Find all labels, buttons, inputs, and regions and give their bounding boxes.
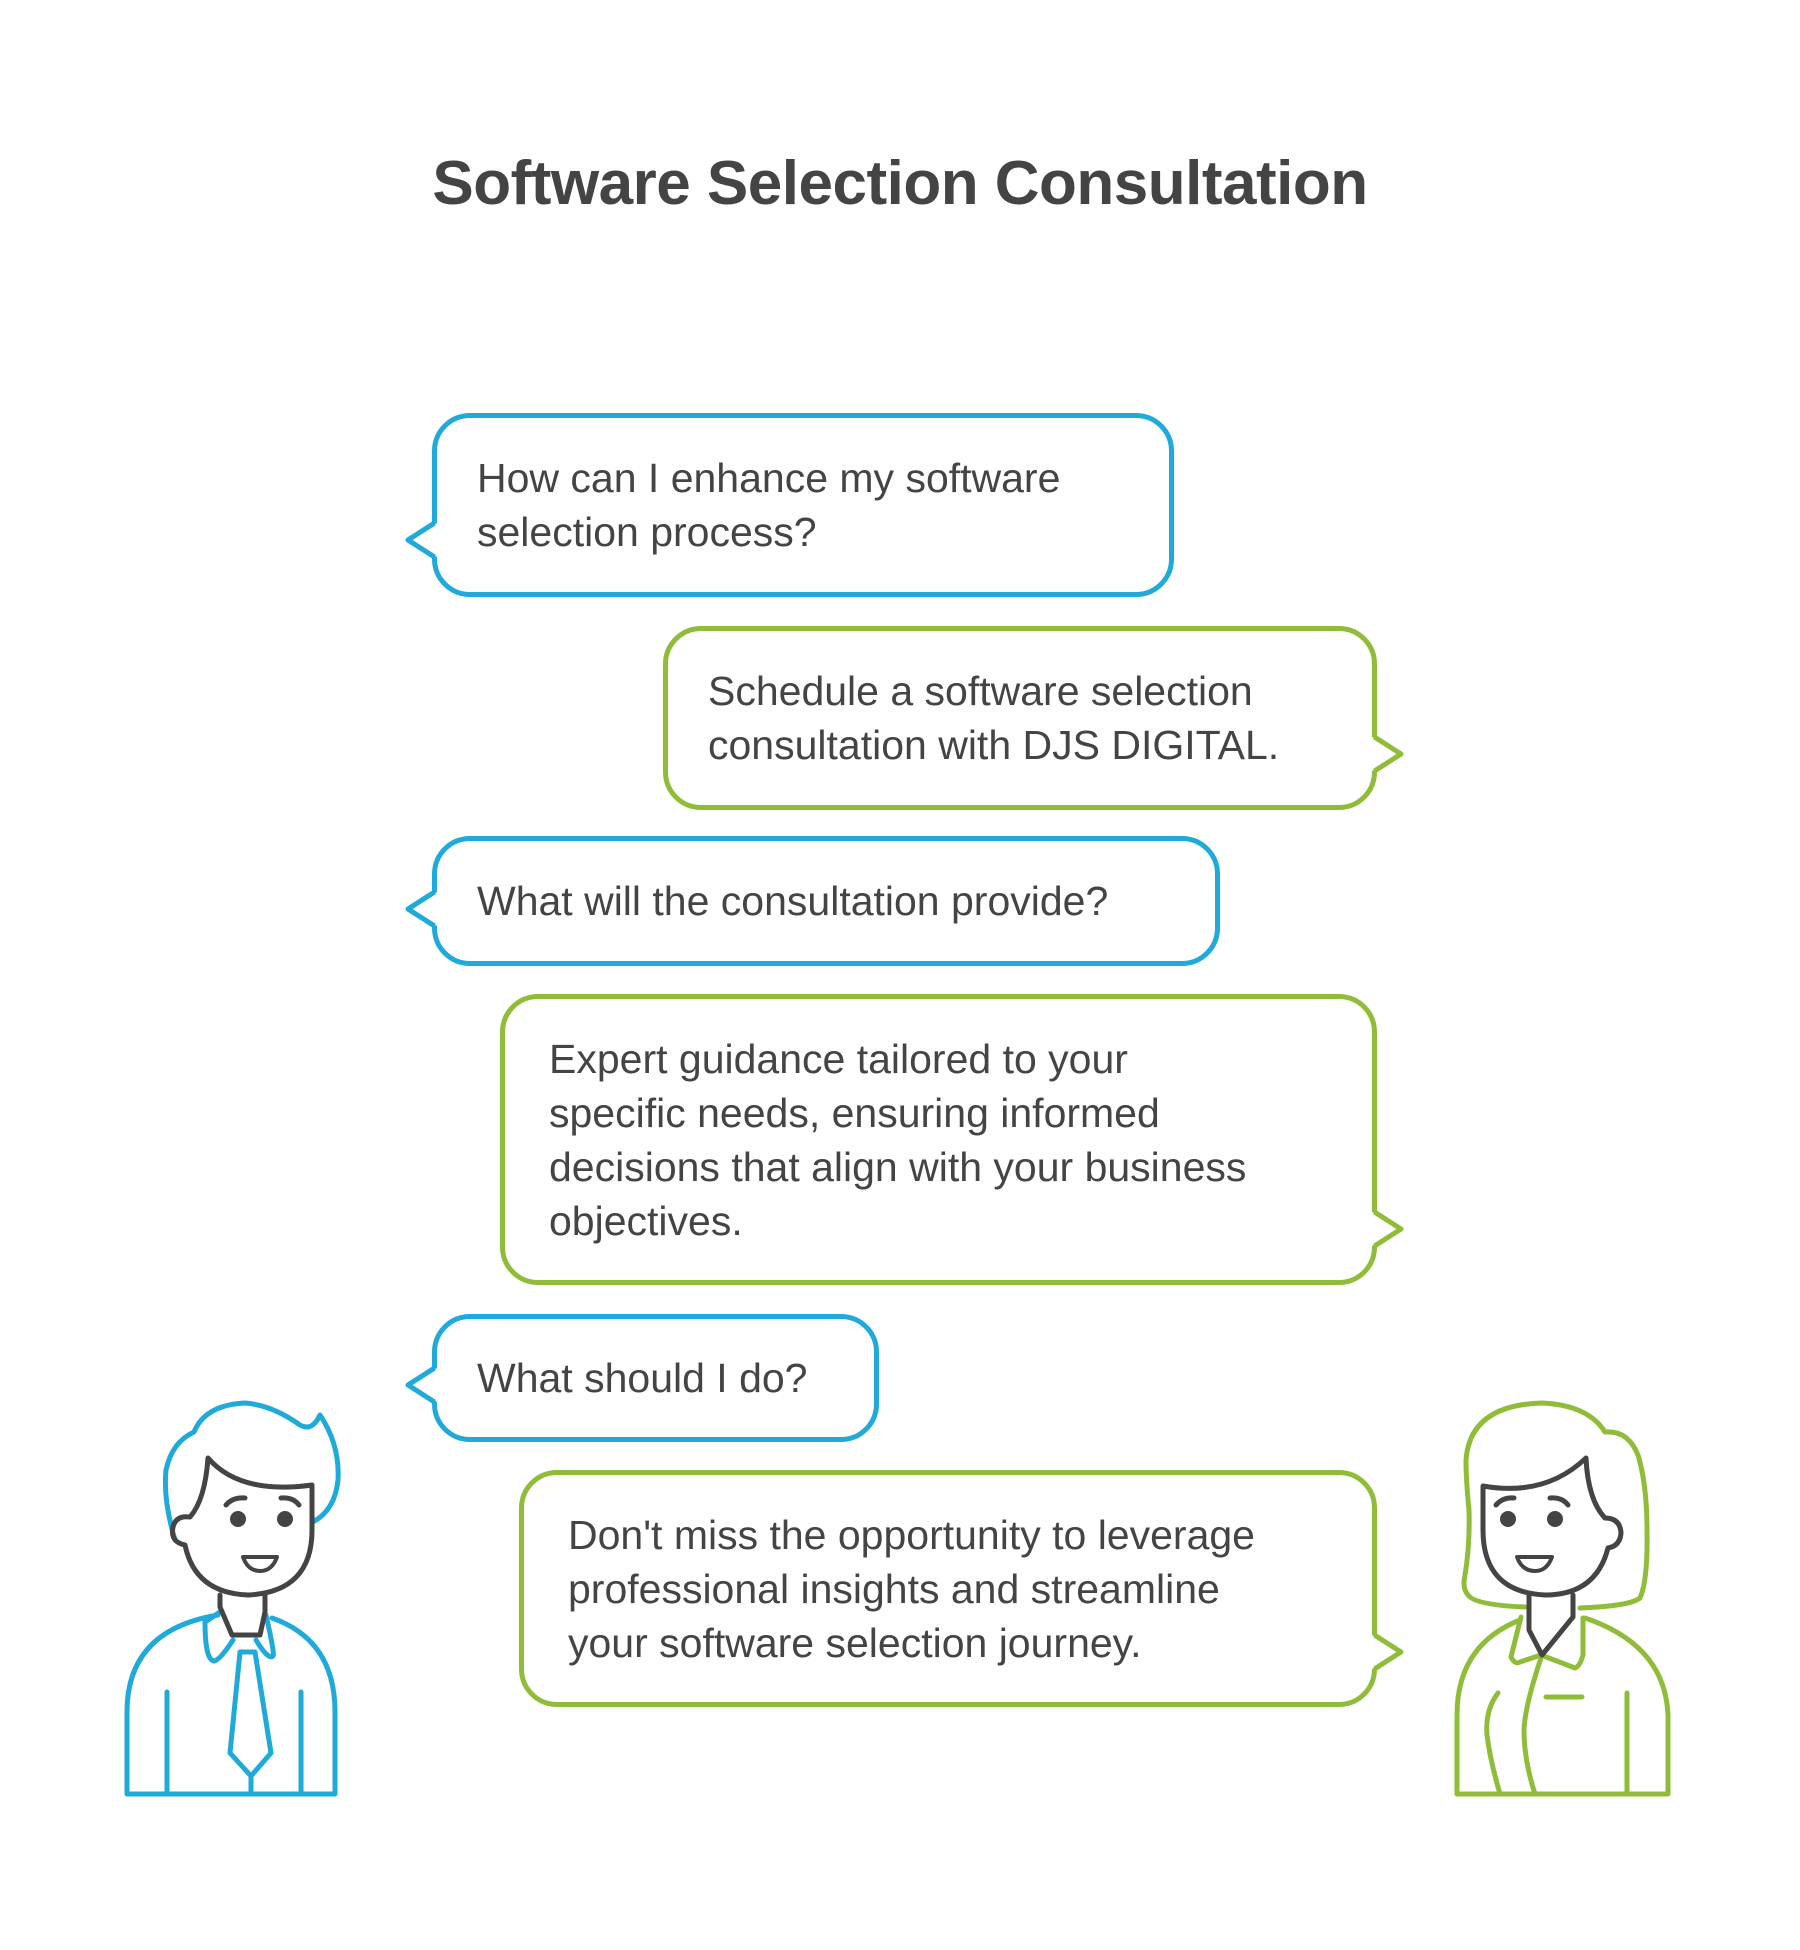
speech-bubble-answer-1: Schedule a software selection consultati… bbox=[663, 626, 1377, 810]
man-with-tie-icon bbox=[124, 1400, 341, 1797]
bubble-tail-right bbox=[1372, 734, 1404, 774]
bubble-text-line: Expert guidance tailored to your bbox=[549, 1035, 1128, 1082]
bubble-text-line: decisions that align with your business bbox=[549, 1143, 1247, 1190]
bubble-tail-left bbox=[405, 520, 437, 560]
bubble-text-line: Don't miss the opportunity to leverage bbox=[568, 1511, 1255, 1558]
bubble-tail-right bbox=[1372, 1209, 1404, 1249]
bubble-tail-left bbox=[405, 1365, 437, 1405]
bubble-text-line: professional insights and streamline bbox=[568, 1565, 1220, 1612]
speech-bubble-question-3: What should I do? bbox=[432, 1314, 879, 1442]
speech-bubble-answer-2: Expert guidance tailored to your specifi… bbox=[500, 994, 1377, 1285]
bubble-text-line: What will the consultation provide? bbox=[477, 878, 1109, 924]
woman-icon bbox=[1454, 1400, 1671, 1797]
bubble-text-line: What should I do? bbox=[477, 1355, 808, 1401]
bubble-text-line: selection process? bbox=[477, 509, 817, 555]
bubble-text-line: specific needs, ensuring informed bbox=[549, 1089, 1160, 1136]
bubble-text-line: objectives. bbox=[549, 1197, 743, 1244]
page-title: Software Selection Consultation bbox=[432, 149, 1368, 218]
speech-bubble-question-2: What will the consultation provide? bbox=[432, 836, 1220, 966]
bubble-tail-left bbox=[405, 889, 437, 929]
bubble-text-line: your software selection journey. bbox=[568, 1619, 1142, 1666]
bubble-text-line: How can I enhance my software bbox=[477, 455, 1061, 501]
bubble-text-line: consultation with DJS DIGITAL. bbox=[708, 722, 1280, 768]
bubble-text-line: Schedule a software selection bbox=[708, 668, 1253, 714]
bubble-tail-right bbox=[1372, 1632, 1404, 1672]
speech-bubble-answer-3: Don't miss the opportunity to leverage p… bbox=[519, 1470, 1377, 1707]
speech-bubble-question-1: How can I enhance my software selection … bbox=[432, 413, 1174, 597]
